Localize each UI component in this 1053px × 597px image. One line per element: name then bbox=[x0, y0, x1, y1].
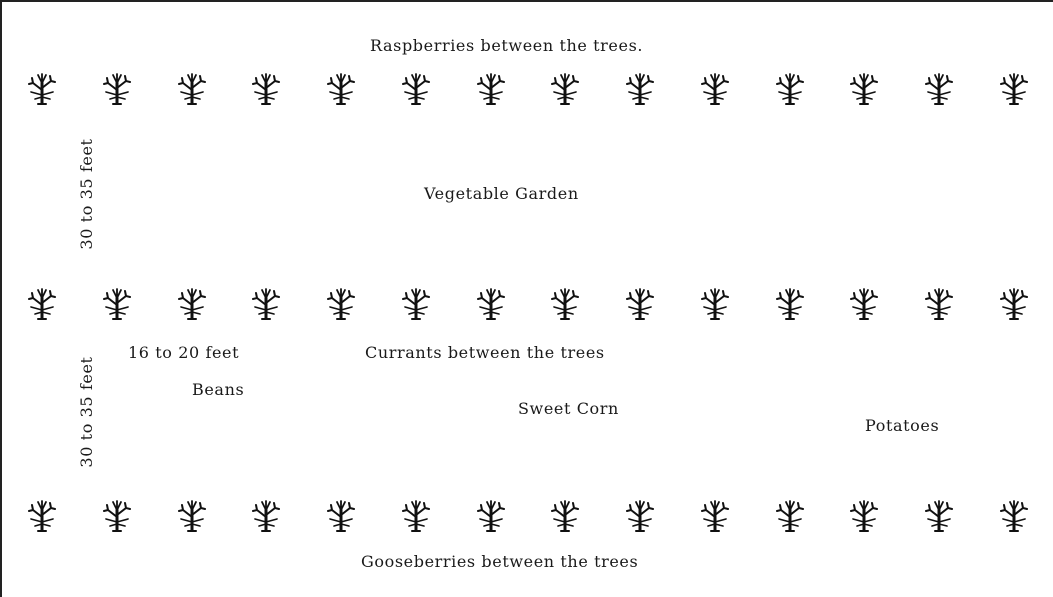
tree-icon bbox=[476, 288, 506, 320]
tree-icon bbox=[775, 73, 805, 105]
tree-icon bbox=[476, 500, 506, 532]
tree-icon bbox=[550, 73, 580, 105]
raspberries-label: Raspberries between the trees. bbox=[370, 36, 644, 55]
tree-icon bbox=[999, 73, 1029, 105]
tree-icon bbox=[251, 288, 281, 320]
tree-icon bbox=[102, 73, 132, 105]
potatoes-label: Potatoes bbox=[865, 416, 940, 435]
tree-icon bbox=[999, 500, 1029, 532]
tree-icon bbox=[27, 288, 57, 320]
tree-icon bbox=[177, 500, 207, 532]
tree-icon bbox=[775, 500, 805, 532]
tree-icon bbox=[775, 288, 805, 320]
spacing-lower-label: 30 to 35 feet bbox=[77, 356, 96, 468]
tree-icon bbox=[700, 500, 730, 532]
tree-icon bbox=[102, 500, 132, 532]
tree-icon bbox=[999, 288, 1029, 320]
tree-icon bbox=[27, 500, 57, 532]
sweet-corn-label: Sweet Corn bbox=[518, 399, 619, 418]
tree-icon bbox=[625, 73, 655, 105]
tree-icon bbox=[924, 288, 954, 320]
currants-label: Currants between the trees bbox=[365, 343, 605, 362]
tree-icon bbox=[401, 73, 431, 105]
tree-icon bbox=[550, 288, 580, 320]
tree-icon bbox=[625, 288, 655, 320]
vegetable-garden-label: Vegetable Garden bbox=[424, 184, 579, 203]
tree-icon bbox=[177, 288, 207, 320]
tree-icon bbox=[326, 73, 356, 105]
tree-icon bbox=[700, 73, 730, 105]
tree-icon bbox=[849, 288, 879, 320]
tree-icon bbox=[700, 288, 730, 320]
beans-label: Beans bbox=[192, 380, 245, 399]
tree-icon bbox=[550, 500, 580, 532]
gooseberries-label: Gooseberries between the trees bbox=[361, 552, 639, 571]
tree-icon bbox=[102, 288, 132, 320]
tree-icon bbox=[924, 73, 954, 105]
spacing-upper-label: 30 to 35 feet bbox=[77, 138, 96, 250]
tree-icon bbox=[401, 500, 431, 532]
tree-icon bbox=[251, 500, 281, 532]
tree-icon bbox=[924, 500, 954, 532]
tree-icon bbox=[27, 73, 57, 105]
tree-icon bbox=[251, 73, 281, 105]
tree-icon bbox=[849, 73, 879, 105]
tree-icon bbox=[401, 288, 431, 320]
tree-spacing-label: 16 to 20 feet bbox=[128, 343, 240, 362]
tree-icon bbox=[326, 288, 356, 320]
tree-icon bbox=[326, 500, 356, 532]
tree-icon bbox=[625, 500, 655, 532]
tree-icon bbox=[476, 73, 506, 105]
tree-icon bbox=[849, 500, 879, 532]
tree-icon bbox=[177, 73, 207, 105]
